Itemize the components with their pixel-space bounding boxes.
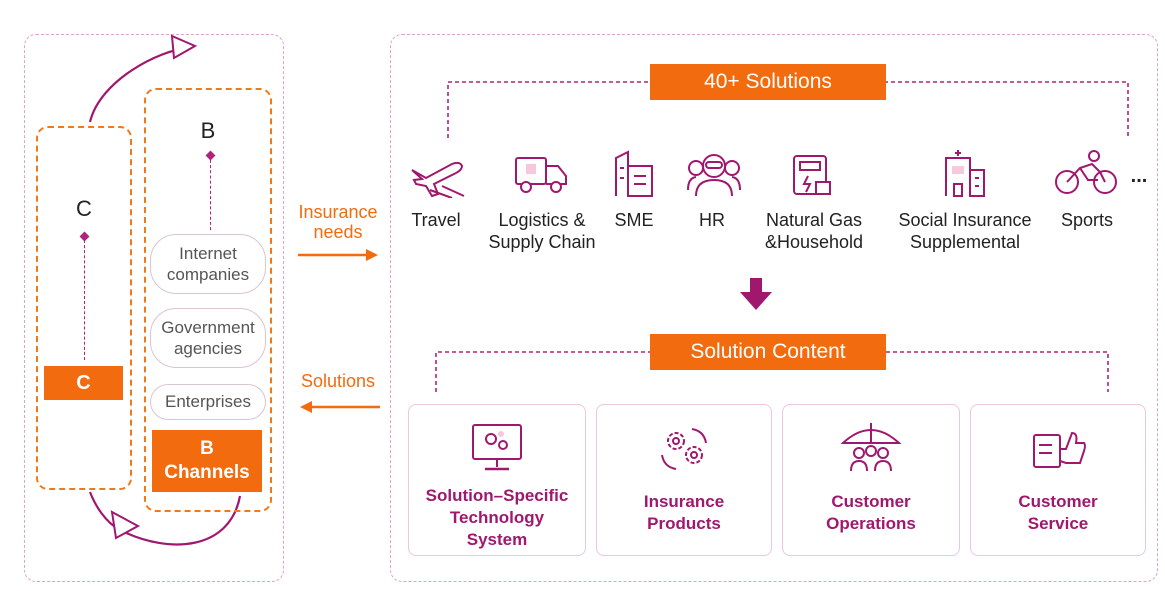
industry-line: Natural Gas xyxy=(765,210,863,230)
monitor-gears-icon xyxy=(472,424,522,471)
gears-cycle-icon xyxy=(661,428,707,470)
card-customer-operations: Customer Operations xyxy=(782,404,960,556)
right-panel xyxy=(390,34,1158,582)
upper-arrowhead xyxy=(170,34,198,60)
card-label: Solution–Specific Technology System xyxy=(409,485,585,551)
c-box: C xyxy=(44,366,123,400)
cycle-arrows xyxy=(88,34,242,546)
industry-line: Supplemental xyxy=(909,231,1021,252)
b-column xyxy=(144,88,272,512)
card-customer-service: Customer Service xyxy=(970,404,1146,556)
industry-line: Supply Chain xyxy=(488,231,596,252)
hospital-icon xyxy=(945,150,985,197)
lower-arrowhead xyxy=(110,510,141,540)
industry-line: Travel xyxy=(411,210,461,230)
b-channels-box: B Channels xyxy=(152,430,262,492)
needs-line: Insurance xyxy=(298,202,378,222)
pill-internet-companies: Internet companies xyxy=(150,234,266,294)
solutions-title: 40+ Solutions xyxy=(650,64,886,100)
card-line: Products xyxy=(647,514,721,534)
building-icon xyxy=(615,150,653,197)
industry-line: Social Insurance xyxy=(898,210,1032,230)
industry-ellipsis: ... xyxy=(1130,165,1148,187)
b-channels-line: B xyxy=(200,438,214,459)
card-technology-system: Solution–Specific Technology System xyxy=(408,404,586,556)
down-arrow-icon xyxy=(740,278,772,310)
pill-line: agencies xyxy=(173,339,243,358)
industry-line: Logistics & xyxy=(498,210,586,230)
truck-icon xyxy=(515,157,567,193)
left-arrow xyxy=(300,401,380,413)
content-bracket xyxy=(435,351,1109,392)
card-label: Customer Operations xyxy=(783,491,959,535)
card-insurance-products: Insurance Products xyxy=(596,404,772,556)
gas-meter-icon xyxy=(793,155,831,195)
c-letter: C xyxy=(76,196,92,221)
thumbs-up-icon xyxy=(1033,431,1086,468)
industry-line: Sports xyxy=(1060,210,1114,230)
solutions-label: Solutions xyxy=(300,371,376,391)
card-line: Operations xyxy=(826,514,916,534)
cyclist-icon xyxy=(1055,150,1117,194)
industry-hr: HR xyxy=(684,210,740,232)
pill-line: companies xyxy=(166,265,250,284)
airplane-icon xyxy=(411,161,465,198)
card-label: Insurance Products xyxy=(597,491,771,535)
card-line: Insurance xyxy=(643,492,725,511)
content-title: Solution Content xyxy=(650,334,886,370)
industry-line: SME xyxy=(614,210,654,230)
b-channels-line: Channels xyxy=(164,462,250,483)
b-connector xyxy=(210,160,211,230)
card-line: Solution–Specific xyxy=(425,486,569,505)
pill-line: Internet xyxy=(179,243,237,263)
right-arrow xyxy=(298,249,378,261)
industry-line: &Household xyxy=(764,231,864,252)
industry-social-insurance: Social Insurance Supplemental xyxy=(882,210,1048,253)
card-line: Customer xyxy=(1018,492,1098,511)
card-label: Customer Service xyxy=(971,491,1145,535)
needs-line: needs xyxy=(313,221,363,242)
card-line: Technology xyxy=(449,508,545,528)
people-icon xyxy=(687,154,741,197)
left-panel xyxy=(24,34,284,582)
card-line: Customer xyxy=(831,492,911,511)
industry-sme: SME xyxy=(604,210,664,232)
insurance-needs-label: Insurance needs xyxy=(286,202,390,243)
solutions-bracket xyxy=(447,81,1129,138)
industry-travel: Travel xyxy=(400,210,472,232)
industry-sports: Sports xyxy=(1052,210,1122,232)
c-connector xyxy=(84,240,85,360)
umbrella-people-icon xyxy=(840,423,902,472)
industry-line: HR xyxy=(699,210,725,230)
card-line: System xyxy=(466,530,528,550)
card-line: Service xyxy=(1027,514,1089,534)
c-column xyxy=(36,126,132,490)
industry-logistics: Logistics & Supply Chain xyxy=(478,210,606,253)
pill-enterprises: Enterprises xyxy=(150,384,266,420)
industry-natural-gas: Natural Gas &Household xyxy=(752,210,876,253)
pill-line: Enterprises xyxy=(165,392,251,412)
b-letter: B xyxy=(200,118,216,143)
lower-arc xyxy=(88,491,242,546)
pill-government-agencies: Government agencies xyxy=(150,308,266,368)
pill-line: Government xyxy=(161,317,255,337)
